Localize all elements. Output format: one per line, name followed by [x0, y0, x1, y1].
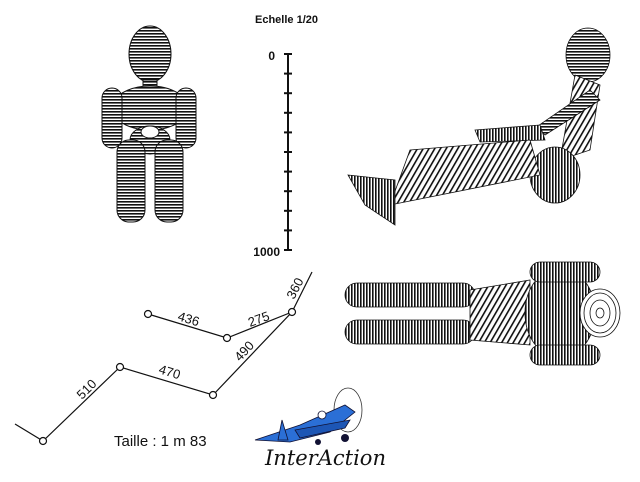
- segment-label-470: 470: [157, 362, 182, 383]
- segment-label-275: 275: [246, 308, 272, 330]
- scale-min-label: 0: [268, 49, 275, 63]
- joint: [115, 362, 125, 372]
- side-view-figure: [347, 27, 611, 226]
- joint: [38, 436, 48, 446]
- height-label: Taille : 1 m 83: [114, 433, 207, 450]
- joint: [287, 307, 297, 317]
- joint: [208, 390, 218, 400]
- front-view-figure: [101, 25, 197, 223]
- scale-title: Echelle 1/20: [255, 14, 318, 26]
- segment-label-360: 360: [283, 275, 306, 301]
- airplane-icon: [254, 387, 363, 445]
- joint: [222, 333, 232, 343]
- interaction-logo: InterAction: [254, 387, 386, 470]
- joint: [143, 309, 153, 319]
- scale-max-label: 1000: [253, 245, 280, 259]
- segment-chain: [14, 271, 313, 446]
- segment-label-490: 490: [231, 338, 257, 364]
- segment-label-436: 436: [176, 309, 201, 330]
- scale-bar: Echelle 1/20 0 1000: [253, 14, 318, 259]
- logo-text: InterAction: [264, 446, 386, 470]
- top-view-figure: [344, 261, 621, 366]
- segment-label-510: 510: [74, 376, 100, 402]
